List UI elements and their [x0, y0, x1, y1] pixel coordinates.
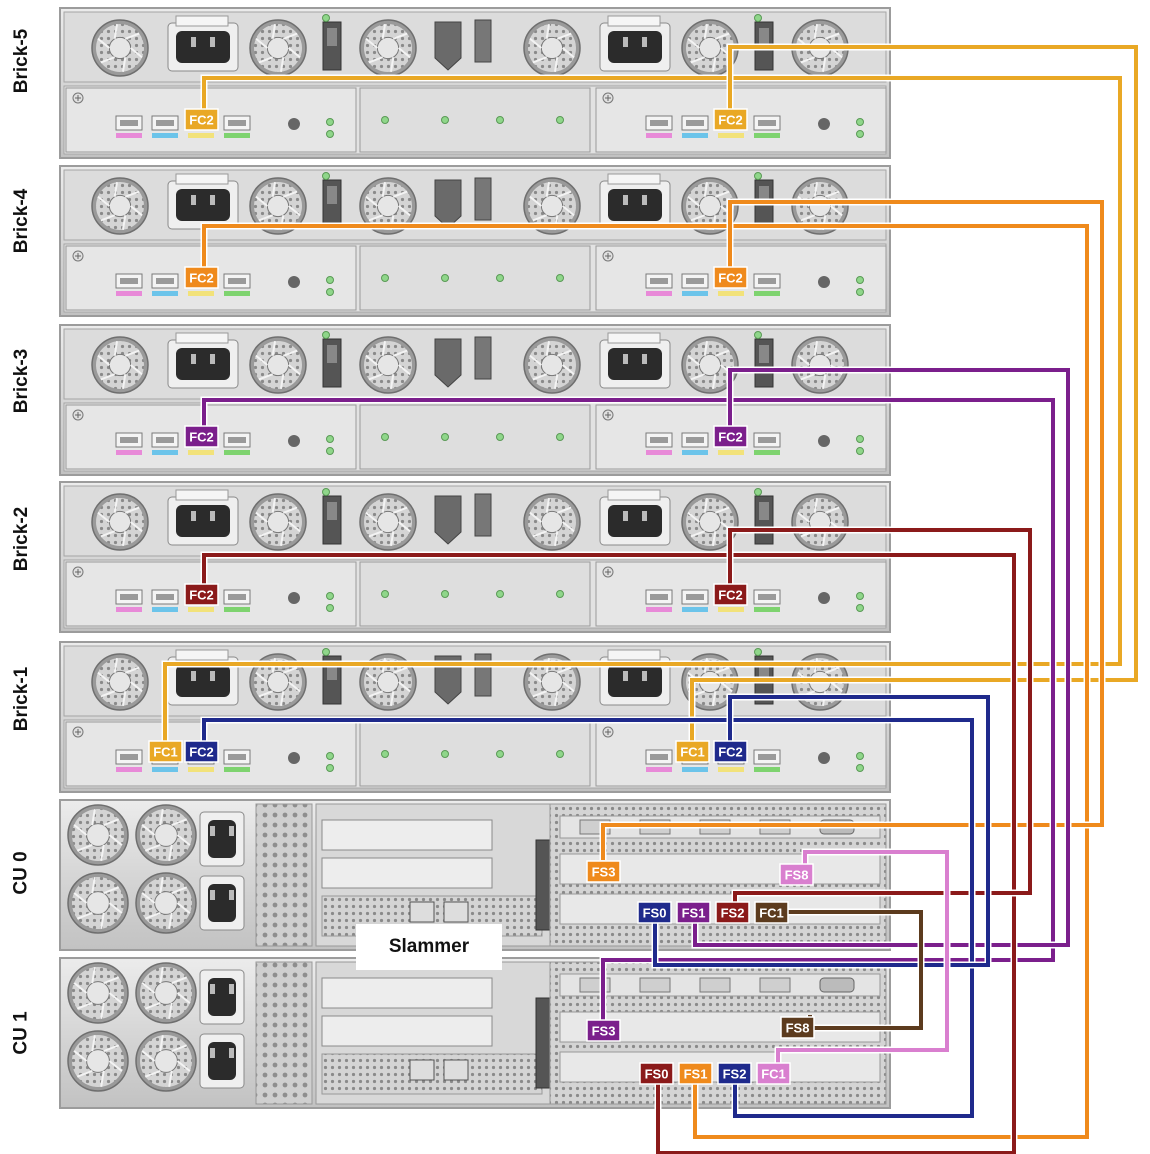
brick-3-label: Brick-3: [2, 326, 42, 436]
port-label: FS0: [638, 902, 671, 923]
port-label-text: FS2: [723, 1067, 747, 1082]
port-label: FC1: [755, 902, 788, 923]
port-label-text: FC2: [718, 271, 743, 286]
port-label-text: FS1: [682, 906, 706, 921]
cu-1-label: CU 1: [2, 978, 42, 1088]
port-label-text: FC2: [189, 745, 214, 760]
port-label-text: FC1: [761, 1067, 786, 1082]
port-label-text: FC2: [189, 588, 214, 603]
port-label: FC2: [185, 741, 218, 762]
port-label: FS8: [780, 864, 813, 885]
port-label: FS8: [781, 1017, 814, 1038]
brick-2-label: Brick-2: [2, 484, 42, 594]
port-label: FS0: [640, 1063, 673, 1084]
port-label: FC2: [714, 267, 747, 288]
port-label-text: FC2: [189, 271, 214, 286]
brick-5-label: Brick-5: [2, 6, 42, 116]
port-label: FC2: [714, 426, 747, 447]
port-label: FS2: [716, 902, 749, 923]
port-label: FC2: [185, 109, 218, 130]
port-label-text: FC2: [718, 113, 743, 128]
port-label-text: FS2: [721, 906, 745, 921]
port-label-text: FS0: [645, 1067, 669, 1082]
port-label-text: FC1: [759, 906, 784, 921]
port-label-text: FC1: [680, 745, 705, 760]
port-label-text: FS8: [785, 868, 809, 883]
port-label-text: FS1: [684, 1067, 708, 1082]
brick-1-label: Brick-1: [2, 644, 42, 754]
port-label-text: FC2: [718, 745, 743, 760]
port-label-text: FC2: [189, 113, 214, 128]
port-label-text: FC2: [189, 430, 214, 445]
port-label: FC2: [714, 584, 747, 605]
port-label-text: FC1: [153, 745, 178, 760]
port-label-text: FC2: [718, 430, 743, 445]
port-label: FC2: [185, 267, 218, 288]
port-label: FS3: [587, 1020, 620, 1041]
cu-0-label: CU 0: [2, 818, 42, 928]
port-label: FC1: [757, 1063, 790, 1084]
port-label-text: FS0: [643, 906, 667, 921]
port-label: FS3: [587, 861, 620, 882]
port-label: FS2: [718, 1063, 751, 1084]
port-label: FC1: [149, 741, 182, 762]
port-label-text: FS3: [592, 865, 616, 880]
port-label: FC2: [714, 741, 747, 762]
port-label: FC2: [185, 426, 218, 447]
port-label: FC1: [676, 741, 709, 762]
port-label-text: FC2: [718, 588, 743, 603]
port-label-text: FS3: [592, 1024, 616, 1039]
port-label: FC2: [185, 584, 218, 605]
brick-4-label: Brick-4: [2, 166, 42, 276]
port-label: FC2: [714, 109, 747, 130]
port-label: FS1: [677, 902, 710, 923]
port-label-text: FS8: [786, 1021, 810, 1036]
slammer-label: Slammer: [356, 924, 502, 970]
port-label: FS1: [679, 1063, 712, 1084]
